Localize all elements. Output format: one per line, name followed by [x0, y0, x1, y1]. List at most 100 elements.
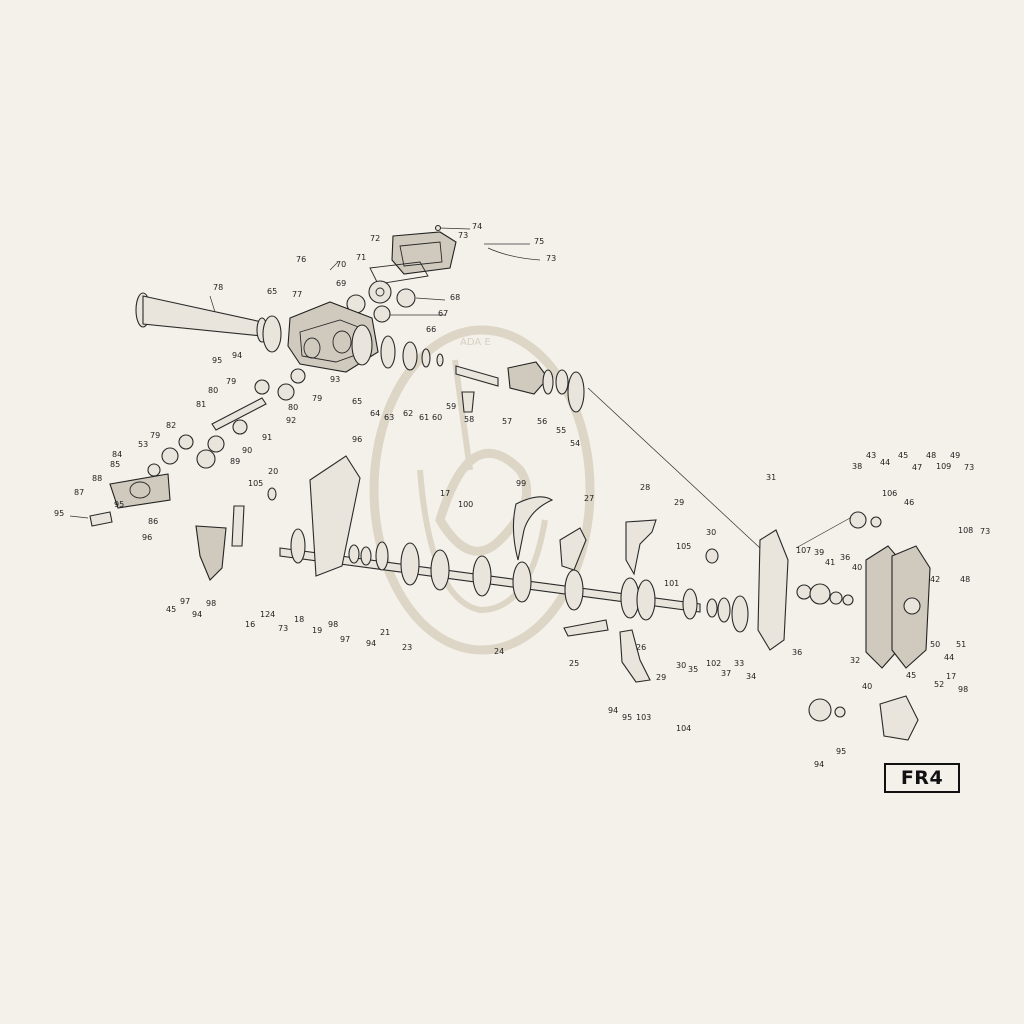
part-callout: 96 — [142, 533, 152, 542]
part-callout: 30 — [676, 661, 686, 670]
part-callout: 95 — [622, 713, 632, 722]
part-callout: 109 — [936, 462, 951, 471]
part-callout: 21 — [380, 628, 390, 637]
part-callout: 48 — [960, 575, 970, 584]
part-callout: 37 — [721, 669, 731, 678]
part-callout: 57 — [502, 417, 512, 426]
upper-gears — [329, 261, 446, 323]
part-callout: 53 — [138, 440, 148, 449]
part-callout: 93 — [330, 375, 340, 384]
part-callout: 56 — [537, 417, 547, 426]
part-callout: 17 — [440, 489, 450, 498]
part-callout: 87 — [74, 488, 84, 497]
part-callout: 95 — [836, 747, 846, 756]
part-callout: 71 — [356, 253, 366, 262]
part-callout: 17 — [946, 672, 956, 681]
part-callout: 84 — [112, 450, 122, 459]
part-callout: 86 — [148, 517, 158, 526]
part-callout: 94 — [608, 706, 618, 715]
part-callout: 94 — [366, 639, 376, 648]
part-callout: 36 — [792, 648, 802, 657]
watermark-label: ADA E — [460, 337, 491, 348]
part-callout: 94 — [814, 760, 824, 769]
part-callout: 26 — [636, 643, 646, 652]
part-callout: 58 — [464, 415, 474, 424]
part-callout: 20 — [268, 467, 278, 476]
part-callout: 79 — [226, 377, 236, 386]
part-callout: 91 — [262, 433, 272, 442]
part-callout: 73 — [964, 463, 974, 472]
part-callout: 74 — [472, 222, 482, 231]
part-callout: 35 — [688, 665, 698, 674]
part-callout: 52 — [934, 680, 944, 689]
part-callout: 105 — [676, 542, 691, 551]
part-callout: 47 — [912, 463, 922, 472]
part-callout: 99 — [516, 479, 526, 488]
part-callout: 67 — [438, 309, 448, 318]
part-callout: 62 — [403, 409, 413, 418]
part-callout: 28 — [640, 483, 650, 492]
part-callout: 102 — [706, 659, 721, 668]
part-callout: 43 — [866, 451, 876, 460]
part-callout: 97 — [340, 635, 350, 644]
part-callout: 98 — [958, 685, 968, 694]
part-callout: 81 — [196, 400, 206, 409]
part-callout: 94 — [232, 351, 242, 360]
part-callout: 36 — [840, 553, 850, 562]
part-callout: 79 — [312, 394, 322, 403]
part-callout: 80 — [208, 386, 218, 395]
part-callout: 95 — [114, 500, 124, 509]
part-callout: 18 — [294, 615, 304, 624]
part-callout: 85 — [110, 460, 120, 469]
tines — [512, 496, 719, 683]
part-callout: 63 — [384, 413, 394, 422]
part-callout: 124 — [260, 610, 275, 619]
part-callout: 103 — [636, 713, 651, 722]
part-callout: 70 — [336, 260, 346, 269]
part-callout: 16 — [245, 620, 255, 629]
part-callout: 19 — [312, 626, 322, 635]
part-callout: 105 — [248, 479, 263, 488]
part-callout: 30 — [706, 528, 716, 537]
part-callout: 89 — [230, 457, 240, 466]
part-callout: 65 — [352, 397, 362, 406]
part-callout: 45 — [906, 671, 916, 680]
part-callout: 34 — [746, 672, 756, 681]
part-callout: 40 — [852, 563, 862, 572]
part-callout: 68 — [450, 293, 460, 302]
part-callout: 40 — [862, 682, 872, 691]
gearbox-housing — [262, 301, 761, 549]
part-callout: 101 — [664, 579, 679, 588]
part-callout: 88 — [92, 474, 102, 483]
part-callout: 77 — [292, 290, 302, 299]
part-callout: 32 — [850, 656, 860, 665]
part-callout: 46 — [904, 498, 914, 507]
part-callout: 24 — [494, 647, 504, 656]
part-callout: 54 — [570, 439, 580, 448]
part-callout: 25 — [569, 659, 579, 668]
part-callout: 69 — [336, 279, 346, 288]
part-callout: 23 — [402, 643, 412, 652]
part-callout: 44 — [944, 653, 954, 662]
part-callout: 94 — [192, 610, 202, 619]
part-callout: 50 — [930, 640, 940, 649]
top-cover-assembly — [369, 224, 541, 285]
part-callout: 78 — [213, 283, 223, 292]
part-callout: 31 — [766, 473, 776, 482]
part-callout: 41 — [825, 558, 835, 567]
watermark: ADA E — [369, 325, 595, 655]
part-callout: 51 — [956, 640, 966, 649]
part-callout: 33 — [734, 659, 744, 668]
part-callout: 82 — [166, 421, 176, 430]
part-callout: 95 — [54, 509, 64, 518]
part-callout: 73 — [546, 254, 556, 263]
sheet-code-badge: FR4 — [884, 763, 960, 793]
part-callout: 73 — [458, 231, 468, 240]
part-callout: 106 — [882, 489, 897, 498]
right-side-plates — [757, 511, 931, 741]
part-callout: 64 — [370, 409, 380, 418]
drive-tube — [135, 292, 268, 343]
